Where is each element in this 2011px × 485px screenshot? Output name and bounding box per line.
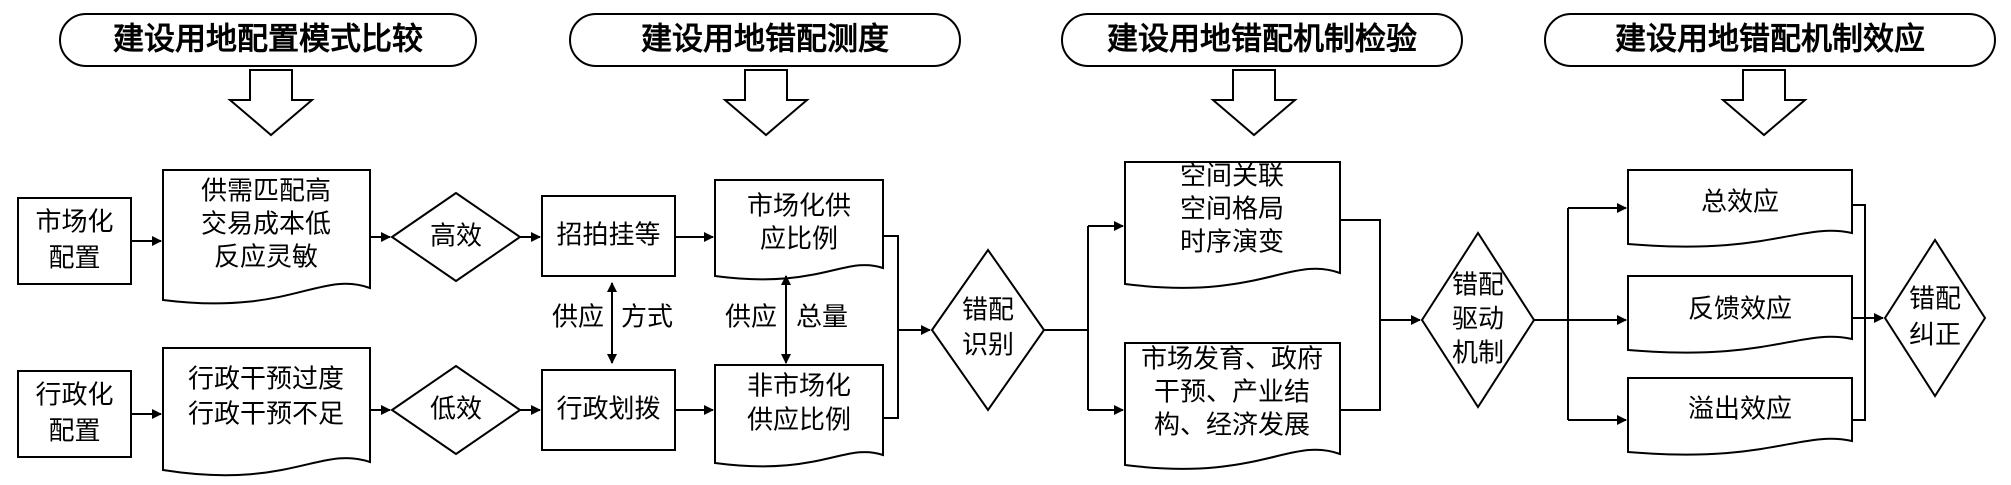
supply-total-label-right: 总量 <box>796 303 848 333</box>
driving-mechanism-line1: 错配 <box>1452 271 1504 301</box>
low-efficiency-diamond: 低效 <box>390 364 522 456</box>
feedback-effect-label: 反馈效应 <box>1688 295 1792 325</box>
market-allocation-box: 市场化 配置 <box>17 197 132 285</box>
high-efficiency-label: 高效 <box>430 222 482 252</box>
driving-mechanism-line2: 驱动 <box>1452 305 1504 335</box>
admin-allocation-line2: 配置 <box>48 417 100 447</box>
supply-total-label-left: 供应 <box>725 303 777 333</box>
high-efficiency-diamond: 高效 <box>390 191 522 283</box>
admin-features-document: 行政干预过度 行政干预不足 <box>162 347 371 477</box>
market-supply-ratio-line2: 应比例 <box>760 225 838 255</box>
header-mechanism-test-label: 建设用地错配机制检验 <box>1107 22 1417 58</box>
admin-transfer-box: 行政划拨 <box>541 369 676 451</box>
mismatch-identification-line1: 错配 <box>962 296 1014 326</box>
auction-transfer-label: 招拍挂等 <box>556 221 660 251</box>
spatial-features-line2: 空间格局 <box>1180 195 1284 225</box>
mechanism-bracket <box>1340 219 1381 411</box>
spatial-features-line3: 时序演变 <box>1180 228 1284 258</box>
header-mechanism-effect: 建设用地错配机制效应 <box>1544 13 1996 67</box>
total-effect-document: 总效应 <box>1627 169 1853 248</box>
mismatch-identification-diamond: 错配 识别 <box>930 248 1046 412</box>
spillover-effect-document: 溢出效应 <box>1627 377 1853 456</box>
header-model-comparison-label: 建设用地配置模式比较 <box>113 22 423 58</box>
down-arrow-3 <box>1210 69 1298 137</box>
market-supply-ratio-document: 市场化供 应比例 <box>714 179 884 281</box>
header-mechanism-test: 建设用地错配机制检验 <box>1061 13 1463 67</box>
mismatch-identification-line2: 识别 <box>962 331 1014 361</box>
low-efficiency-label: 低效 <box>430 395 482 425</box>
mismatch-correction-line2: 纠正 <box>1909 321 1961 351</box>
down-arrow-4 <box>1720 69 1808 137</box>
driving-mechanism-diamond: 错配 驱动 机制 <box>1420 231 1536 409</box>
header-mismatch-measurement-label: 建设用地错配测度 <box>641 22 889 58</box>
header-model-comparison: 建设用地配置模式比较 <box>59 13 477 67</box>
admin-features-line2: 行政干预不足 <box>188 400 344 430</box>
mismatch-correction-diamond: 错配 纠正 <box>1883 238 1987 398</box>
market-features-document: 供需匹配高 交易成本低 反应灵敏 <box>162 169 371 305</box>
down-arrow-1 <box>227 69 315 137</box>
nonmarket-supply-ratio-line2: 供应比例 <box>747 406 851 436</box>
drivers-line3: 构、经济发展 <box>1154 411 1310 441</box>
market-allocation-line1: 市场化 <box>35 208 113 238</box>
supply-mode-label-left: 供应 <box>552 303 604 333</box>
drivers-document: 市场发育、政府 干预、产业结 构、经济发展 <box>1124 342 1341 470</box>
admin-allocation-line1: 行政化 <box>35 381 113 411</box>
connectors <box>131 203 1884 425</box>
admin-transfer-label: 行政划拨 <box>556 395 660 425</box>
header-mismatch-measurement: 建设用地错配测度 <box>569 13 961 67</box>
spatial-features-document: 空间关联 空间格局 时序演变 <box>1124 161 1341 289</box>
supply-ratio-bracket <box>883 235 899 419</box>
drivers-line1: 市场发育、政府 <box>1141 345 1323 375</box>
driving-mechanism-line3: 机制 <box>1452 339 1504 369</box>
effects-bracket <box>1852 204 1866 421</box>
supply-mode-label-right: 方式 <box>621 303 673 333</box>
market-features-line1: 供需匹配高 <box>201 177 331 207</box>
down-arrow-2 <box>722 69 810 137</box>
market-supply-ratio-line1: 市场化供 <box>747 192 851 222</box>
admin-allocation-box: 行政化 配置 <box>17 370 132 458</box>
nonmarket-supply-ratio-document: 非市场化 供应比例 <box>714 364 884 468</box>
market-features-line2: 交易成本低 <box>201 210 331 240</box>
market-allocation-line2: 配置 <box>48 244 100 274</box>
market-features-line3: 反应灵敏 <box>214 243 318 273</box>
spatial-features-line1: 空间关联 <box>1180 162 1284 192</box>
feedback-effect-document: 反馈效应 <box>1627 275 1853 354</box>
nonmarket-supply-ratio-line1: 非市场化 <box>747 372 851 402</box>
header-mechanism-effect-label: 建设用地错配机制效应 <box>1615 22 1925 58</box>
spillover-effect-label: 溢出效应 <box>1688 395 1792 425</box>
total-effect-label: 总效应 <box>1701 188 1779 218</box>
mismatch-correction-line1: 错配 <box>1909 285 1961 315</box>
drivers-line2: 干预、产业结 <box>1154 378 1310 408</box>
auction-transfer-box: 招拍挂等 <box>541 195 676 277</box>
admin-features-line1: 行政干预过度 <box>188 365 344 395</box>
